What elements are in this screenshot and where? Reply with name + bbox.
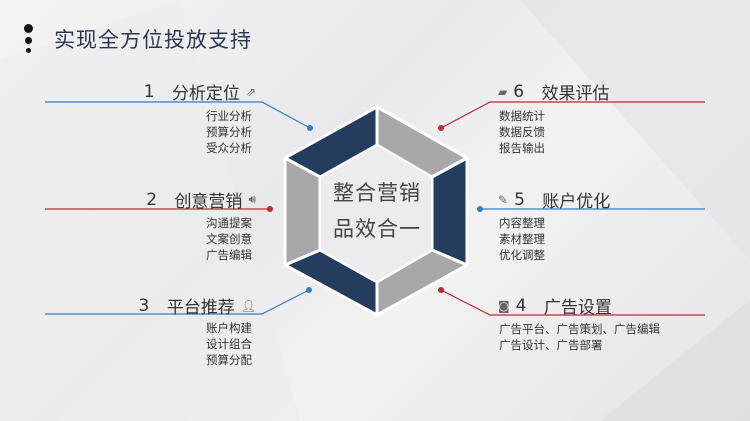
item-num: 1 bbox=[143, 81, 155, 102]
list-item: 素材整理 bbox=[499, 232, 545, 246]
connector-3 bbox=[45, 289, 310, 315]
item-label: 创意营销 bbox=[174, 192, 243, 212]
edit-icon: ✎ bbox=[498, 192, 509, 207]
hex-segment-right bbox=[430, 156, 469, 267]
connector-6 bbox=[440, 101, 705, 129]
list-item: 数据反馈 bbox=[499, 125, 545, 139]
list-item: 优化调整 bbox=[499, 248, 545, 262]
share-icon: ⇗ bbox=[245, 84, 256, 99]
item-3-list: 账户构建 设计组合 预算分配 bbox=[206, 320, 252, 368]
list-item: 广告平台、广告策划、广告编辑 bbox=[499, 322, 660, 336]
item-2-heading: 2 创意营销 🔊︎ bbox=[146, 187, 256, 213]
item-num: 3 bbox=[138, 295, 150, 316]
list-item: 广告编辑 bbox=[206, 248, 252, 262]
item-4-list: 广告平台、广告策划、广告编辑 广告设计、广告部署 bbox=[499, 321, 660, 353]
connector-1 bbox=[45, 101, 311, 129]
list-item: 账户构建 bbox=[206, 321, 252, 335]
item-num: 6 bbox=[513, 81, 525, 102]
item-label: 广告设置 bbox=[543, 298, 612, 318]
list-item: 报告输出 bbox=[499, 141, 545, 155]
list-item: 内容整理 bbox=[499, 216, 545, 230]
page-title: 实现全方位投放支持 bbox=[54, 28, 252, 52]
camera-icon: ◙ bbox=[498, 298, 510, 313]
chat-icon: ▰ bbox=[498, 84, 508, 99]
item-label: 效果评估 bbox=[541, 84, 610, 104]
connector-4 bbox=[440, 289, 705, 316]
item-1-list: 行业分析 预算分析 受众分析 bbox=[206, 108, 252, 156]
hex-segment-left bbox=[283, 156, 322, 267]
title-dots-icon bbox=[24, 24, 33, 57]
item-1-heading: 1 分析定位 ⇗ bbox=[143, 79, 256, 105]
item-5-list: 内容整理 素材整理 优化调整 bbox=[499, 215, 545, 263]
list-item: 预算分配 bbox=[206, 353, 252, 367]
item-6-heading: ▰ 6 效果评估 bbox=[498, 79, 610, 105]
item-3-heading: 3 平台推荐 👤︎ bbox=[138, 293, 256, 319]
item-num: 5 bbox=[514, 189, 525, 210]
list-item: 数据统计 bbox=[499, 109, 545, 123]
list-item: 沟通提案 bbox=[206, 216, 252, 230]
list-item: 广告设计、广告部署 bbox=[499, 338, 603, 352]
list-item: 文案创意 bbox=[206, 232, 252, 246]
list-item: 受众分析 bbox=[206, 141, 252, 155]
center-line-1: 整合营销 bbox=[333, 181, 421, 205]
list-item: 设计组合 bbox=[206, 337, 252, 351]
item-label: 分析定位 bbox=[171, 84, 240, 104]
item-label: 账户优化 bbox=[542, 192, 611, 212]
user-icon: 👤︎ bbox=[240, 298, 256, 313]
list-item: 预算分析 bbox=[206, 125, 252, 139]
item-label: 平台推荐 bbox=[166, 298, 235, 318]
item-5-heading: ✎ 5 账户优化 bbox=[498, 187, 611, 213]
list-item: 行业分析 bbox=[206, 109, 252, 123]
item-2-list: 沟通提案 文案创意 广告编辑 bbox=[206, 215, 252, 263]
item-6-list: 数据统计 数据反馈 报告输出 bbox=[499, 108, 545, 156]
item-num: 4 bbox=[515, 295, 527, 316]
item-num: 2 bbox=[146, 189, 158, 210]
center-text: 整合营销 品效合一 bbox=[322, 175, 432, 247]
hex-center bbox=[319, 144, 433, 283]
item-4-heading: ◙ 4 广告设置 bbox=[498, 293, 612, 319]
speaker-icon: 🔊︎ bbox=[248, 192, 256, 206]
center-line-2: 品效合一 bbox=[333, 217, 421, 241]
